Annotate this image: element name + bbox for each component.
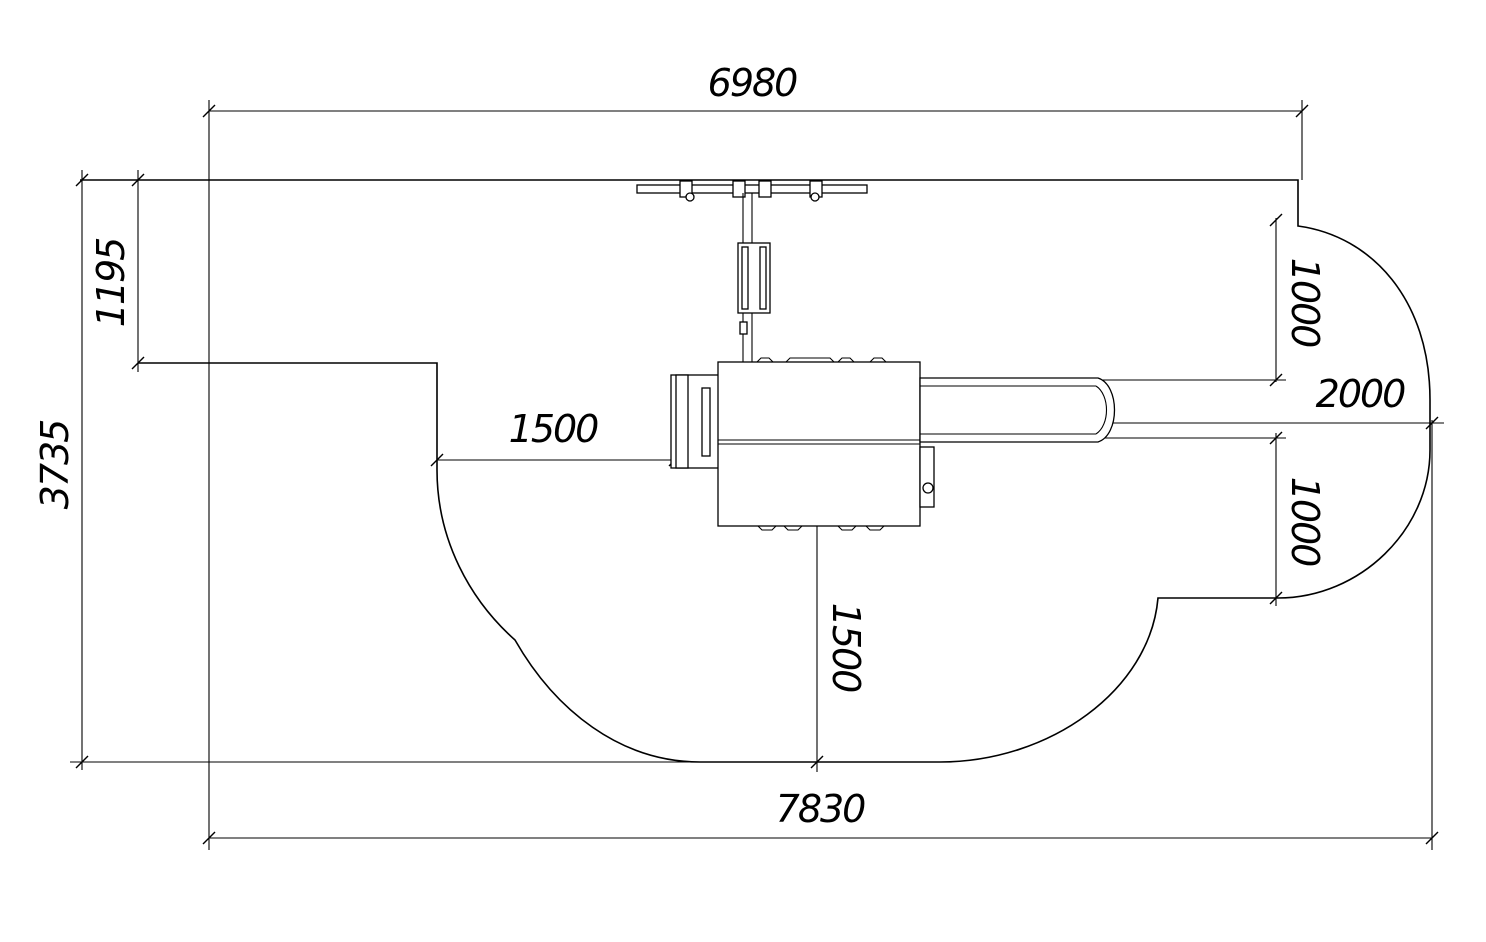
dim-left-height: 3735 (33, 420, 77, 510)
dim-bottom-gap: 1500 (824, 603, 868, 693)
dim-bottom-width: 7830 (776, 787, 866, 831)
dim-left-offset: 1195 (89, 238, 133, 328)
play-equipment (636, 180, 1116, 531)
safety-zone-outline (80, 179, 1431, 763)
swing-beam (636, 184, 868, 194)
dim-right-lower: 1000 (1283, 477, 1327, 567)
slide (919, 377, 1116, 443)
dimension-lines (70, 100, 1444, 850)
dim-top-width: 6980 (708, 61, 798, 105)
dim-right-upper: 1000 (1283, 258, 1327, 348)
dim-inner-left-gap: 1500 (509, 407, 599, 451)
dim-right-width: 2000 (1316, 372, 1406, 416)
